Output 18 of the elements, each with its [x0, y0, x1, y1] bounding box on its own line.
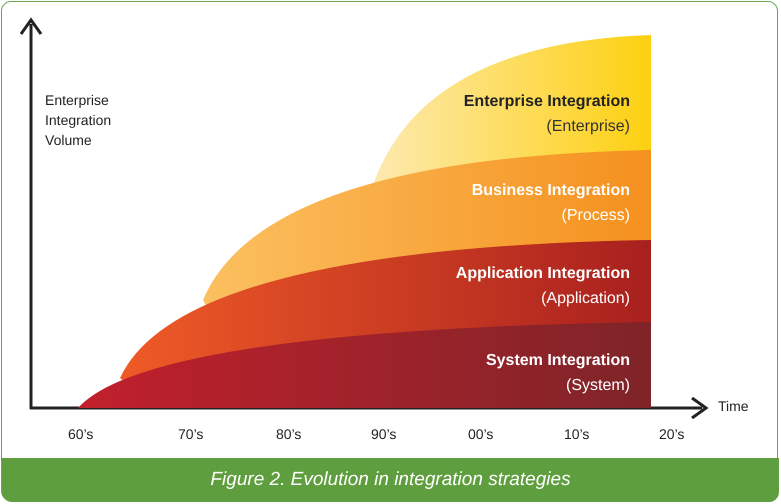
band-subtitle: (Application): [541, 290, 630, 308]
band-subtitle: (System): [566, 377, 630, 395]
axis-title: Time: [718, 398, 749, 414]
tick-label: 70’s: [178, 426, 204, 442]
tick-label: 80’s: [276, 426, 302, 442]
tick-label: 90’s: [371, 426, 396, 442]
band-subtitle: (Process): [562, 207, 630, 225]
axis-title: Enterprise Integration Volume: [45, 91, 112, 150]
tick-label: 60’s: [68, 426, 94, 442]
band-title: System Integration: [486, 352, 630, 370]
tick-label: 20’s: [659, 426, 684, 442]
tick-label: 10’s: [564, 426, 590, 442]
band-subtitle: (Enterprise): [546, 118, 630, 136]
figure-caption: Figure 2. Evolution in integration strategies: [209, 469, 572, 491]
band-title: Business Integration: [472, 182, 630, 200]
band-title: Enterprise Integration: [464, 93, 630, 111]
band-title: Application Integration: [456, 265, 630, 283]
tick-label: 00’s: [468, 426, 494, 442]
